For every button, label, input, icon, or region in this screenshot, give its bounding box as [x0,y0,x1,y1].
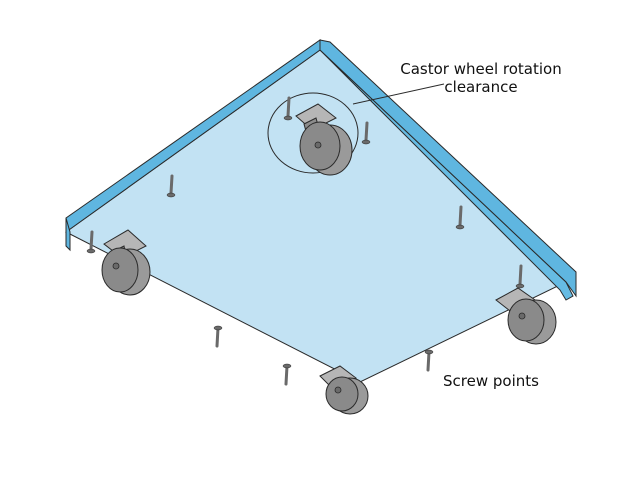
castor-wheel-icon [295,103,353,176]
screw-icon [86,230,96,254]
screw-icon [361,121,371,145]
screw-icon [424,349,434,372]
castor-wheel-icon [495,287,557,345]
castor-label-leader [352,83,445,105]
screw-icon [213,325,223,348]
board-edge-right-band [319,39,577,298]
screw-points-label: Screw points [443,372,539,390]
screw-icon [282,363,292,386]
screw-icon [166,174,176,198]
castor-clearance-label-line1: Castor wheel rotation [400,60,562,78]
castor-wheel-icon [319,365,369,415]
board-edge-corner [65,217,71,252]
screw-icon [283,96,293,121]
rotation-clearance-circle [267,92,359,174]
castor-wheel-icon [101,229,151,296]
screw-icon [515,264,525,289]
castor-clearance-label-line2: clearance [444,78,518,96]
screw-icon [455,205,465,230]
castor-clearance-label: Castor wheel rotation clearance [387,60,575,96]
